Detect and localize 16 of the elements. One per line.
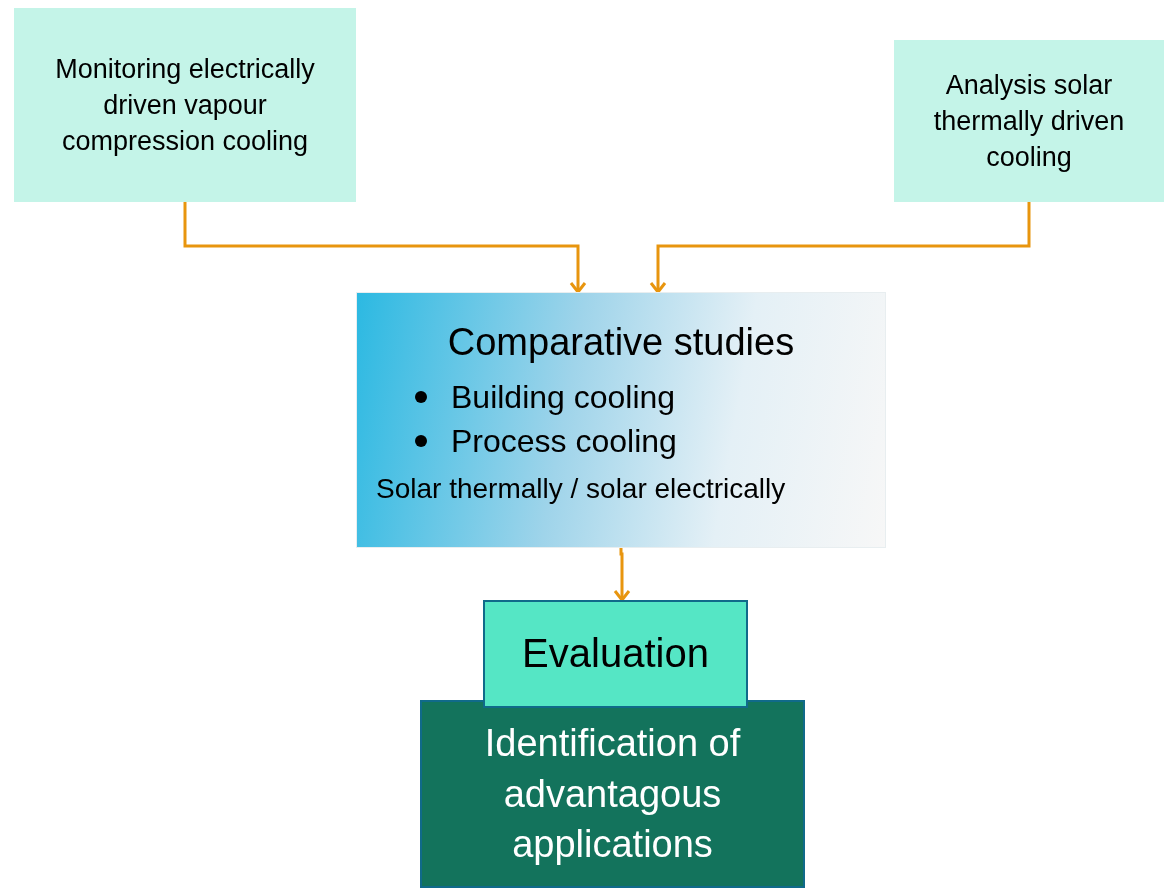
process-box bbox=[14, 8, 356, 202]
arrow bbox=[183, 202, 587, 294]
arrow bbox=[649, 202, 1031, 294]
box-label: Monitoring electrically driven vapour compression cooling bbox=[54, 53, 316, 158]
box-heading: Comparative studies bbox=[447, 320, 795, 365]
bullet-item: Process cooling bbox=[451, 422, 677, 461]
bullet-item: Building cooling bbox=[451, 378, 676, 417]
box-label: Analysis solar thermally driven cooling bbox=[932, 69, 1126, 174]
box-label: Identification of advantagous applications bbox=[483, 720, 742, 868]
evaluation-box bbox=[483, 600, 748, 708]
result-box bbox=[420, 700, 805, 888]
process-box bbox=[894, 40, 1164, 202]
study-box bbox=[356, 292, 886, 548]
box-label: Evaluation bbox=[521, 630, 710, 678]
box-note: Solar thermally / solar electrically bbox=[376, 473, 786, 505]
arrow bbox=[613, 548, 631, 602]
